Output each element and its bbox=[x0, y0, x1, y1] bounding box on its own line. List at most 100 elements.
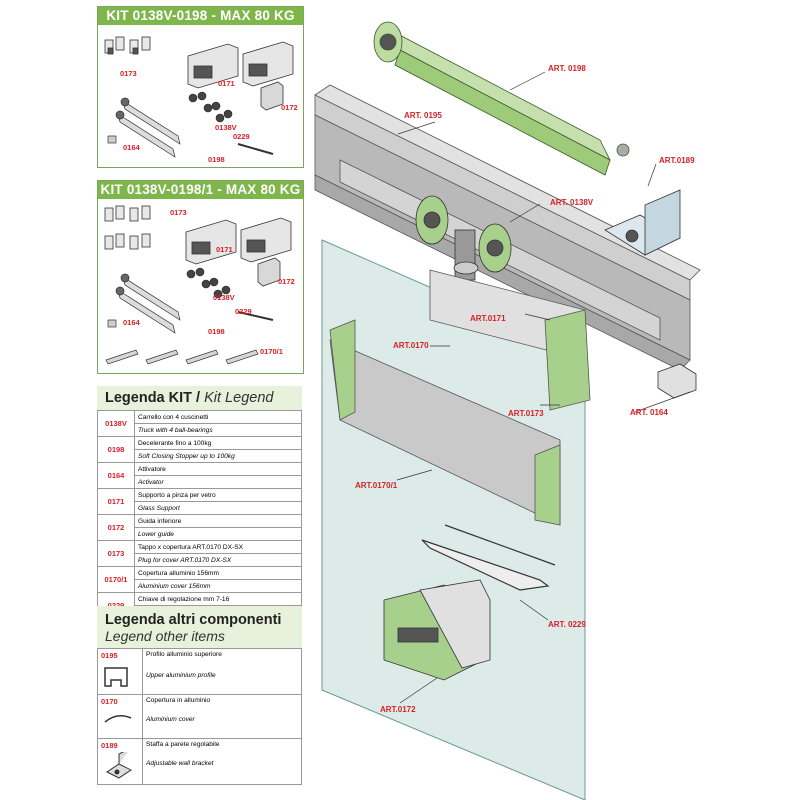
legend-other-title-en: Legend other items bbox=[105, 628, 225, 644]
profile-icon bbox=[104, 667, 128, 687]
kit1-code-0171: 0171 bbox=[218, 79, 235, 88]
activator-0164 bbox=[657, 363, 697, 399]
label-art-0138v: ART. 0138V bbox=[550, 198, 594, 207]
kit2-panel: KIT 0138V-0198/1 - MAX 80 KG bbox=[97, 180, 304, 374]
legend-kit-code: 0138V bbox=[97, 410, 135, 437]
label-art-0229: ART. 0229 bbox=[548, 620, 586, 629]
label-art-0171: ART.0171 bbox=[470, 314, 506, 323]
legend-kit-desc-en: Activator bbox=[134, 475, 302, 489]
label-art-0164: ART. 0164 bbox=[630, 408, 668, 417]
legend-kit-desc-it: Decelerante fino a 100kg bbox=[134, 436, 302, 450]
legend-kit-desc-en-text: Activator bbox=[138, 478, 164, 486]
glass-panel bbox=[321, 239, 586, 800]
legend-kit-desc-en-text: Glass Support bbox=[138, 504, 180, 512]
legend-kit-code: 0164 bbox=[97, 462, 135, 489]
legend-kit-desc-it: Chiave di regolazione mm 7-16 bbox=[134, 592, 302, 606]
kit1-title: KIT 0138V-0198 - MAX 80 KG bbox=[98, 7, 303, 25]
legend-kit-row: 0229Chiave di regolazione mm 7-16 bbox=[97, 592, 302, 619]
legend-kit-title-en: Kit Legend bbox=[204, 390, 274, 406]
legend-kit-desc-en: Truck with 4 ball-bearings bbox=[134, 423, 302, 437]
kit2-code-0171: 0171 bbox=[216, 245, 233, 254]
glass-support-0171 bbox=[429, 269, 591, 411]
kit2-code-0172: 0172 bbox=[278, 277, 295, 286]
kit1-code-0173: 0173 bbox=[120, 69, 137, 78]
legend-kit-code: 0170/1 bbox=[97, 566, 135, 593]
kit2-title: KIT 0138V-0198/1 - MAX 80 KG bbox=[98, 181, 303, 199]
legend-other-title-it: Legenda altri componenti bbox=[105, 612, 282, 628]
wall-bracket-0189 bbox=[604, 189, 681, 256]
legend-kit-desc-en: Aluminium cover 156mm bbox=[134, 579, 302, 593]
kit2-code-0173: 0173 bbox=[170, 208, 187, 217]
legend-kit-desc-it: Copertura alluminio 156mm bbox=[134, 566, 302, 580]
kit2-code-0164: 0164 bbox=[123, 318, 140, 327]
kit1-code-0138v: 0138V bbox=[215, 123, 237, 132]
kit1-code-0229: 0229 bbox=[233, 132, 250, 141]
other-desc-it: Profilo alluminio superiore bbox=[146, 651, 222, 658]
lower-guide-0172 bbox=[383, 579, 491, 681]
legend-kit-desc-en: Lower guide bbox=[134, 527, 302, 541]
label-art-0195: ART. 0195 bbox=[404, 111, 442, 120]
kit2-code-0138v: 0138V bbox=[213, 293, 235, 302]
legend-kit-desc-en-text: Soft Closing Stopper up to 100kg bbox=[138, 452, 235, 460]
kit2-code-0198: 0198 bbox=[208, 327, 225, 336]
legend-kit-desc-en: Soft Closing Stopper up to 100kg bbox=[134, 449, 302, 463]
other-desc-en: Adjustable wall bracket bbox=[146, 760, 214, 767]
label-art-0172: ART.0172 bbox=[380, 705, 416, 714]
other-desc-it: Staffa a parete regolabile bbox=[146, 741, 220, 748]
other-desc-en: Upper aluminium profile bbox=[146, 672, 216, 679]
kit2-code-0229: 0229 bbox=[235, 307, 252, 316]
aluminium-cover-0170 bbox=[329, 319, 561, 526]
kit1-code-0198: 0198 bbox=[208, 155, 225, 164]
legend-kit-desc-en-text: Plug for cover ART.0170 DX-SX bbox=[138, 556, 232, 564]
label-art-0198: ART. 0198 bbox=[548, 64, 586, 73]
legend-kit-desc-en: Plug for cover ART.0170 DX-SX bbox=[134, 553, 302, 567]
other-code: 0189 bbox=[101, 741, 118, 750]
legend-kit-desc-en-text: Lower guide bbox=[138, 530, 174, 538]
bracket-icon bbox=[106, 752, 132, 779]
legend-kit-row-en: Plug for cover ART.0170 DX-SX bbox=[98, 553, 302, 567]
soft-closing-stopper bbox=[373, 21, 630, 176]
other-code: 0195 bbox=[101, 651, 118, 660]
legend-kit-desc-it: Supporto a pinza per vetro bbox=[134, 488, 302, 502]
spanner-0229 bbox=[421, 524, 556, 591]
truck-0138v bbox=[415, 195, 512, 281]
kit2-code-01701: 0170/1 bbox=[260, 347, 283, 356]
label-art-0189: ART.0189 bbox=[659, 156, 695, 165]
legend-kit-desc-it: Tappo x copertura ART.0170 DX-SX bbox=[134, 540, 302, 554]
legend-kit-code: 0198 bbox=[97, 436, 135, 463]
other-desc-en: Aluminium cover bbox=[146, 716, 195, 723]
cover-icon bbox=[104, 715, 132, 723]
legend-kit-desc-en-text: Aluminium cover 156mm bbox=[138, 582, 211, 590]
kit2-parts-illustration bbox=[104, 205, 292, 365]
legend-kit-desc-en: Glass Support bbox=[134, 501, 302, 515]
legend-kit-code: 0171 bbox=[97, 488, 135, 515]
label-art-01701: ART.0170/1 bbox=[355, 481, 398, 490]
legend-kit-title-it: Legenda KIT bbox=[105, 390, 193, 406]
label-art-0170: ART.0170 bbox=[393, 341, 429, 350]
kit1-parts-illustration bbox=[104, 36, 294, 158]
legend-kit-title: Legenda KIT / Kit Legend bbox=[97, 386, 302, 410]
label-art-0173: ART.0173 bbox=[508, 409, 544, 418]
legend-other-title: Legenda altri componenti Legend other it… bbox=[97, 606, 302, 648]
upper-aluminium-profile bbox=[314, 84, 701, 371]
legend-kit-desc-it: Guida inferiore bbox=[134, 514, 302, 528]
legend-kit-code: 0173 bbox=[97, 540, 135, 567]
kit1-code-0172: 0172 bbox=[281, 103, 298, 112]
other-desc-it: Copertura in alluminio bbox=[146, 697, 211, 704]
legend-kit-desc-it: Carrello con 4 cuscinetti bbox=[134, 410, 302, 424]
legend-kit-code: 0172 bbox=[97, 514, 135, 541]
legend-kit-desc-it: Attivatore bbox=[134, 462, 302, 476]
other-code: 0170 bbox=[101, 697, 118, 706]
